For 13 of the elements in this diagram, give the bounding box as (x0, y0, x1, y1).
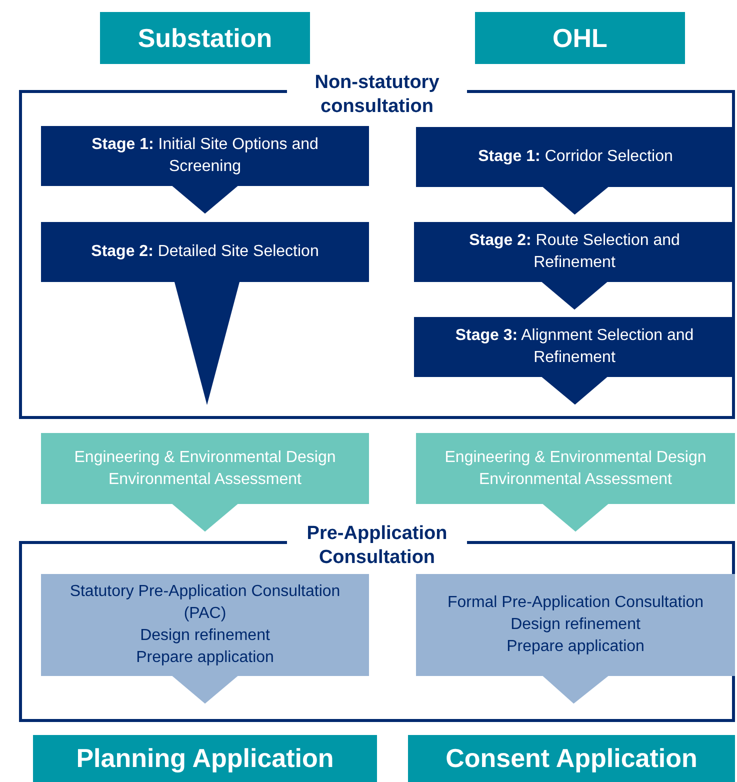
arrow (542, 504, 609, 532)
arrow (172, 676, 238, 704)
arrow (541, 282, 608, 310)
arrow (541, 376, 608, 405)
arrow (542, 676, 609, 704)
column-header: OHL (475, 12, 685, 64)
arrow (172, 504, 238, 532)
arrow (174, 282, 240, 405)
column-header: Substation (100, 12, 310, 64)
application-box: Consent Application (408, 735, 735, 782)
arrow (172, 186, 238, 214)
application-box: Planning Application (33, 735, 377, 782)
arrow (542, 186, 609, 215)
